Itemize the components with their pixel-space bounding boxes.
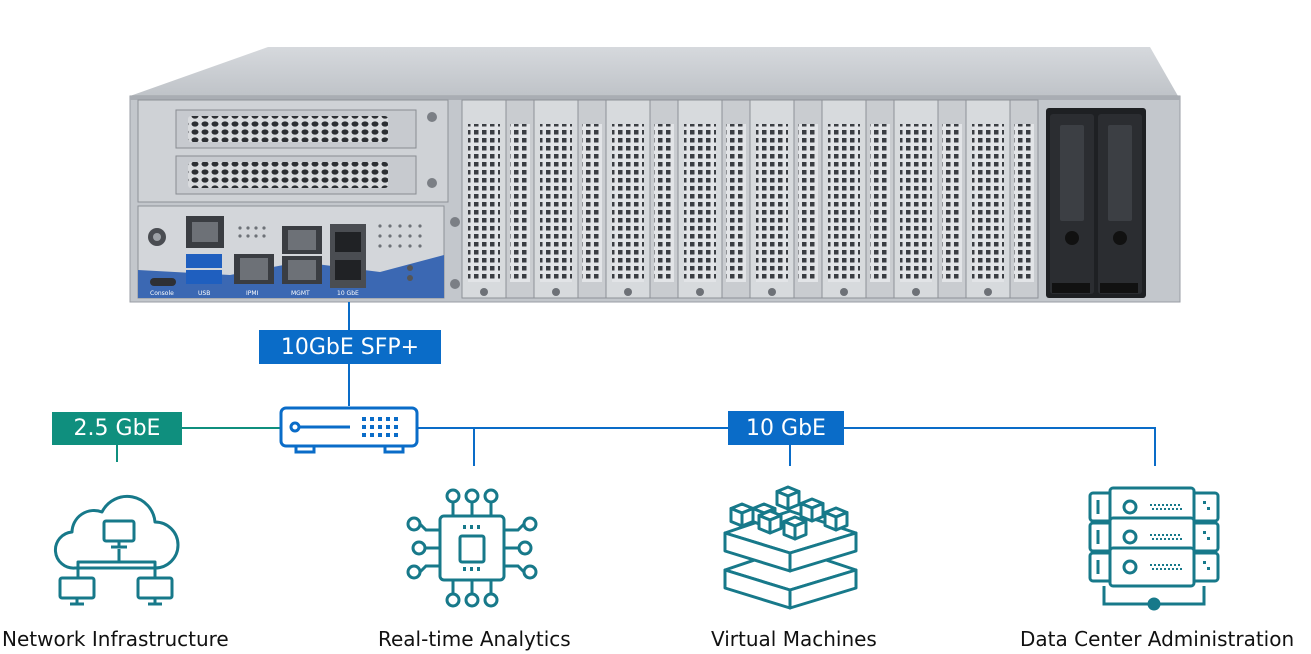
- caption-network-infrastructure: Network Infrastructure: [2, 627, 229, 651]
- caption-realtime-analytics: Real-time Analytics: [378, 627, 571, 651]
- cube-shape: [757, 509, 783, 535]
- pcie-slot-bracket: [821, 99, 895, 299]
- pcie-slot-bracket: [461, 99, 535, 299]
- caption-data-center-administration: Data Center Administration: [1020, 627, 1295, 651]
- cube-shape: [799, 497, 825, 523]
- left-link-badge: 2.5 GbE: [52, 412, 182, 445]
- cube-shape: [782, 515, 808, 541]
- port-label-mgmt: MGMT: [291, 290, 310, 297]
- sfp-link-badge: 10GbE SFP+: [259, 330, 441, 364]
- network-switch-icon: [279, 406, 419, 454]
- pcie-slot-bracket: [893, 99, 967, 299]
- cube-shape: [729, 502, 755, 528]
- server-rack-icon: [1088, 486, 1220, 611]
- caption-virtual-machines: Virtual Machines: [711, 627, 877, 651]
- port-label-ipmi: IPMI: [246, 290, 259, 297]
- chip-icon: [406, 488, 538, 608]
- pcie-slot-bracket: [965, 99, 1039, 299]
- port-label-console: Console: [150, 290, 174, 297]
- port-label-10gbe: 10 GbE: [337, 290, 359, 297]
- cloud-network-icon: [53, 494, 180, 606]
- pcie-slot-bracket: [749, 99, 823, 299]
- cubes-stack-icon: [723, 485, 858, 610]
- pcie-slot-bracket: [677, 99, 751, 299]
- cube-shape: [823, 506, 849, 532]
- server-chassis: Console USB IPMI MGMT 10 GbE: [129, 47, 1181, 303]
- right-link-badge: 10 GbE: [728, 411, 844, 445]
- connector-lines: [116, 302, 1156, 466]
- pcie-slot-bracket: [533, 99, 607, 299]
- port-label-usb: USB: [198, 290, 210, 297]
- cube-shape: [775, 485, 801, 511]
- pcie-slot-bracket: [605, 99, 679, 299]
